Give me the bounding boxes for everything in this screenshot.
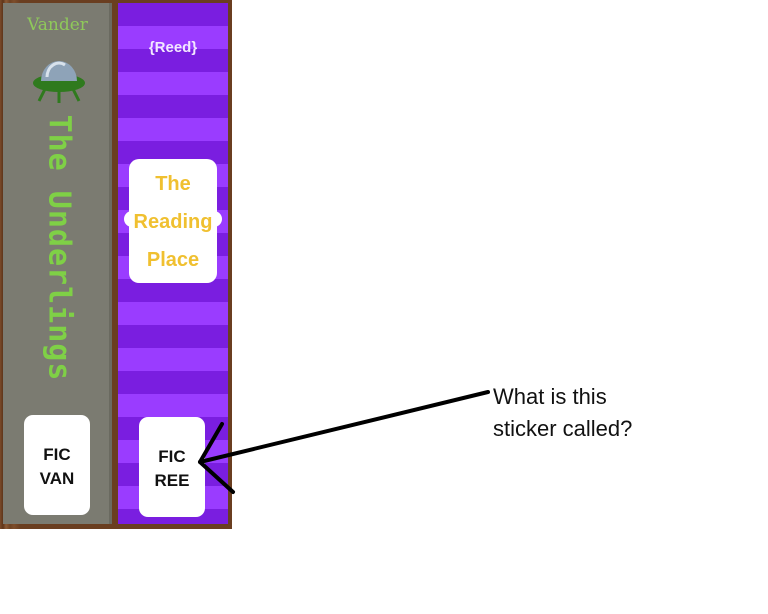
ufo-icon	[33, 61, 85, 103]
sticker-line: REE	[154, 471, 190, 490]
book-spine-underlings: Vander The Underlings FIC VAN	[3, 3, 112, 524]
author-name: {Reed}	[148, 39, 198, 56]
spine-label-sticker: FIC REE	[139, 417, 205, 517]
author-name: Vander	[27, 15, 88, 35]
question-text: What is this sticker called?	[493, 381, 632, 445]
reading-place-label: The Reading Place	[124, 159, 222, 283]
question-line: sticker called?	[493, 416, 633, 441]
sticker-line: FIC	[158, 447, 186, 466]
book-spine-reed: {Reed} The Reading Place FIC REE	[118, 3, 228, 524]
sticker-line: FIC	[43, 445, 71, 464]
question-line: What is this	[493, 384, 607, 409]
label-line: The	[155, 173, 191, 195]
label-line: Reading	[133, 211, 213, 233]
bookshelf: Vander The Underlings FIC VAN {Reed} The…	[0, 0, 232, 529]
label-line: Place	[146, 249, 200, 271]
spine-label-sticker: FIC VAN	[24, 415, 90, 515]
sticker-line: VAN	[39, 469, 75, 488]
